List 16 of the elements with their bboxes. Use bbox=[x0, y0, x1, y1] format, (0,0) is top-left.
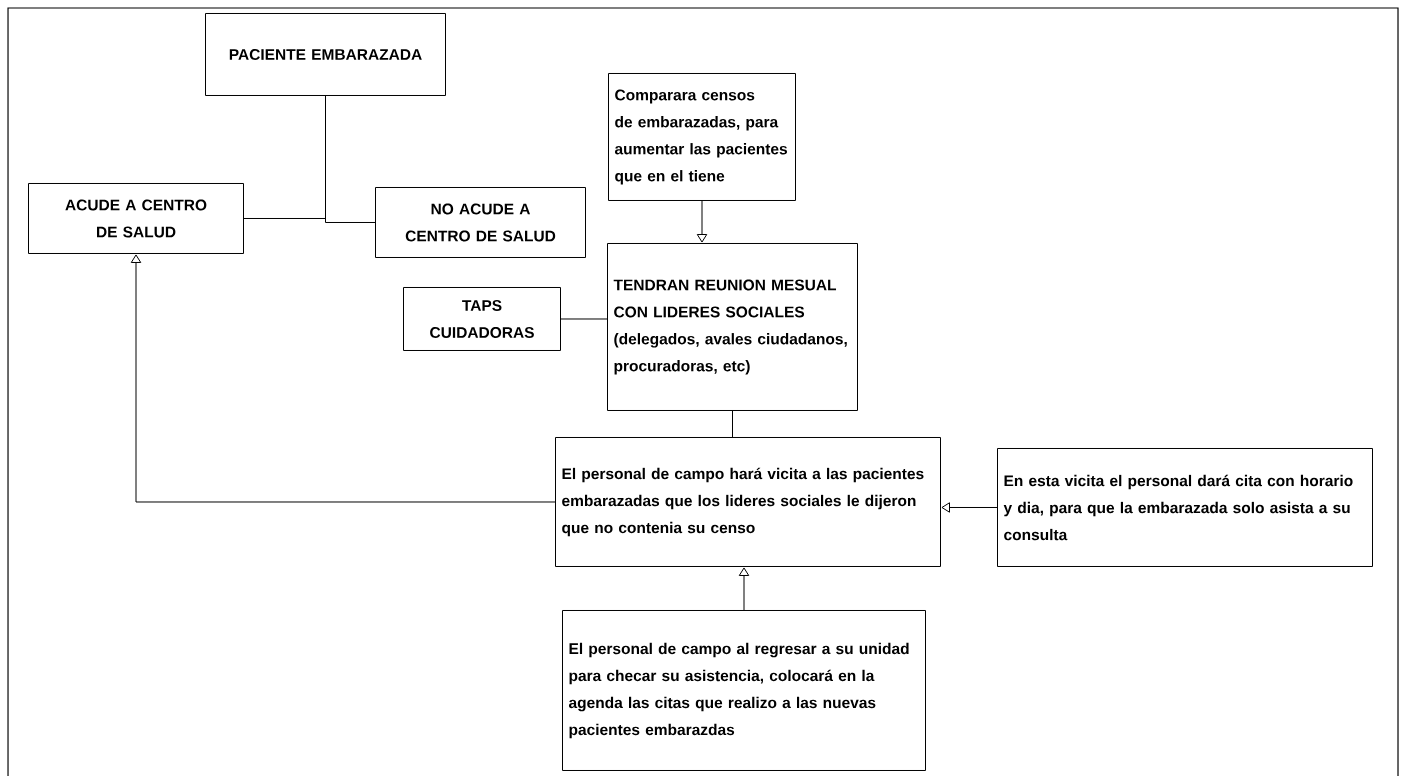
arrow bbox=[696, 200, 708, 243]
arrow bbox=[130, 254, 556, 503]
connector-line bbox=[732, 410, 733, 438]
text-box: PACIENTE EMBARAZADA bbox=[205, 13, 446, 96]
text-box: El personal de campo hará vicita a las pacientes embarazadas que los lideres sociales le dijeron que no contenia su censo bbox=[555, 437, 941, 567]
text-box: NO ACUDE A CENTRO DE SALUD bbox=[375, 187, 586, 258]
connector-line bbox=[325, 95, 376, 223]
arrow bbox=[941, 502, 998, 513]
text-box: ACUDE A CENTRO DE SALUD bbox=[28, 183, 244, 254]
text-box: Comparara censos de embarazadas, para aumentar las pacientes que en el tiene bbox=[608, 73, 796, 201]
text-box: TAPS CUIDADORAS bbox=[403, 287, 561, 351]
arrow bbox=[738, 567, 750, 611]
text-box: En esta vicita el personal dará cita con horario y dia, para que la embarazada solo asista a su consulta bbox=[997, 448, 1373, 567]
connector-line bbox=[560, 318, 608, 320]
text-box: TENDRAN REUNION MESUAL CON LIDERES SOCIALES (delegados, avales ciudadanos, procuradoras, etc) bbox=[607, 243, 858, 411]
text-box: El personal de campo al regresar a su unidad para checar su asistencia, colocará en la agenda las citas que realizo a las nuevas pacientes embarazdas bbox=[562, 610, 926, 771]
